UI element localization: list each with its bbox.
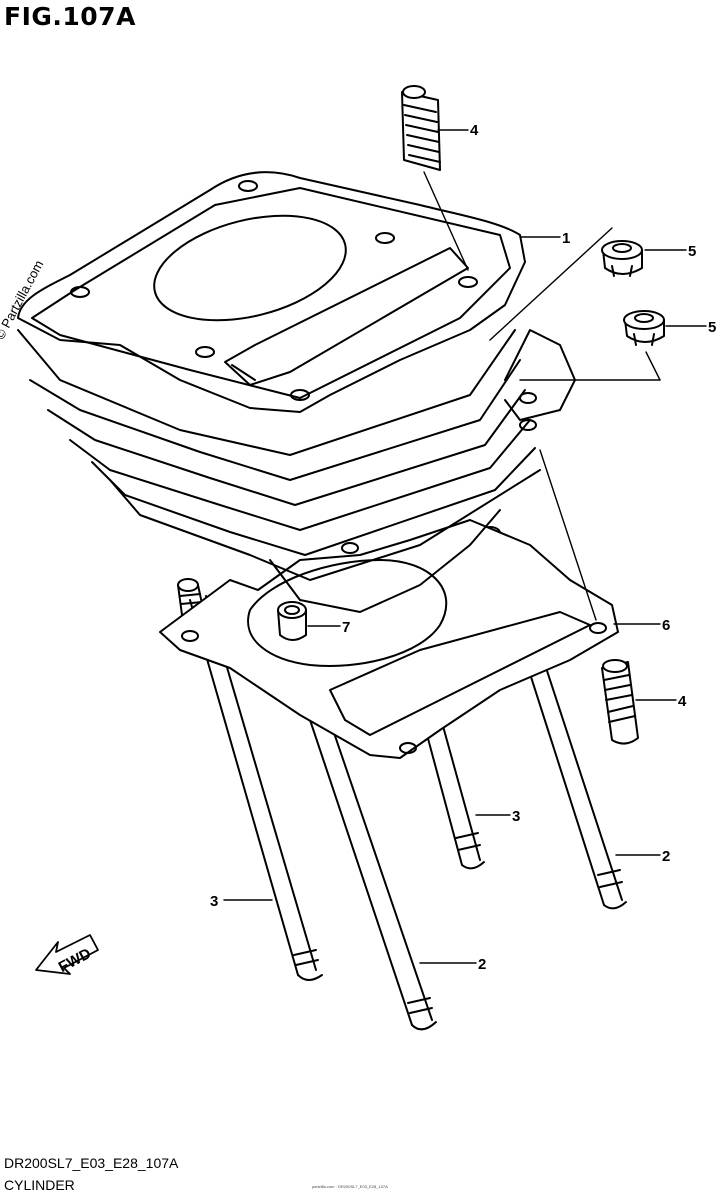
- fine-print: partzilla.com · DR200SL7_E03_E28_107A: [312, 1184, 388, 1189]
- figure-title: FIG.107A: [4, 2, 136, 31]
- dowel-pin: [277, 601, 307, 641]
- diagram-code: DR200SL7_E03_E28_107A: [4, 1155, 179, 1171]
- base-gasket: [159, 519, 619, 759]
- callout-6: 6: [662, 617, 670, 634]
- callout-2-right: 2: [662, 848, 670, 865]
- diagram-caption: CYLINDER: [4, 1177, 75, 1193]
- callout-4-bottom: 4: [678, 693, 687, 710]
- flange-nut-lower: [623, 310, 665, 346]
- callout-4-top: 4: [470, 122, 479, 139]
- callout-5-upper: 5: [688, 243, 696, 260]
- short-stud-top: [401, 85, 441, 171]
- cylinder-body: [17, 171, 576, 613]
- fwd-arrow: [35, 934, 99, 975]
- callout-5-lower: 5: [708, 319, 716, 336]
- callout-3-left: 3: [210, 893, 218, 910]
- callout-1: 1: [562, 230, 570, 247]
- flange-nut-upper: [601, 240, 643, 277]
- cylinder-exploded-diagram: FWD 4 1 5 5 6 7 4 3 2 3 2: [17, 85, 716, 1031]
- short-stud-bottom: [601, 659, 639, 745]
- callout-7: 7: [342, 619, 350, 636]
- callout-2-center: 2: [478, 956, 486, 973]
- callout-3-right: 3: [512, 808, 520, 825]
- leader-lines: [223, 129, 707, 964]
